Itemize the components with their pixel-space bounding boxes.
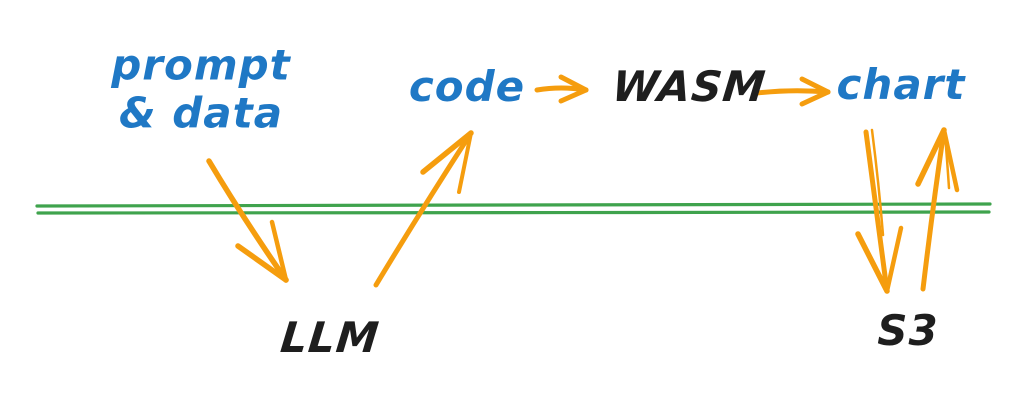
arrow-code-to-wasm: [534, 74, 589, 104]
node-chart: chart: [836, 59, 966, 109]
arrow-chart-to-s3: [855, 128, 904, 294]
node-s3: S3: [877, 305, 939, 355]
arrow-wasm-to-chart: [754, 76, 831, 107]
arrow-prompt-to-llm: [206, 158, 289, 283]
boundary-line: [35, 202, 992, 215]
node-prompt-and-data: prompt & data: [111, 40, 291, 138]
node-llm: LLM: [278, 312, 382, 362]
node-wasm: WASM: [609, 61, 769, 111]
arrow-llm-to-code: [373, 130, 474, 288]
boundary-line-bottom-stroke: [36, 210, 991, 215]
boundary-line-top-stroke: [35, 202, 992, 208]
node-code: code: [408, 61, 526, 111]
arrow-s3-to-chart: [915, 127, 960, 292]
